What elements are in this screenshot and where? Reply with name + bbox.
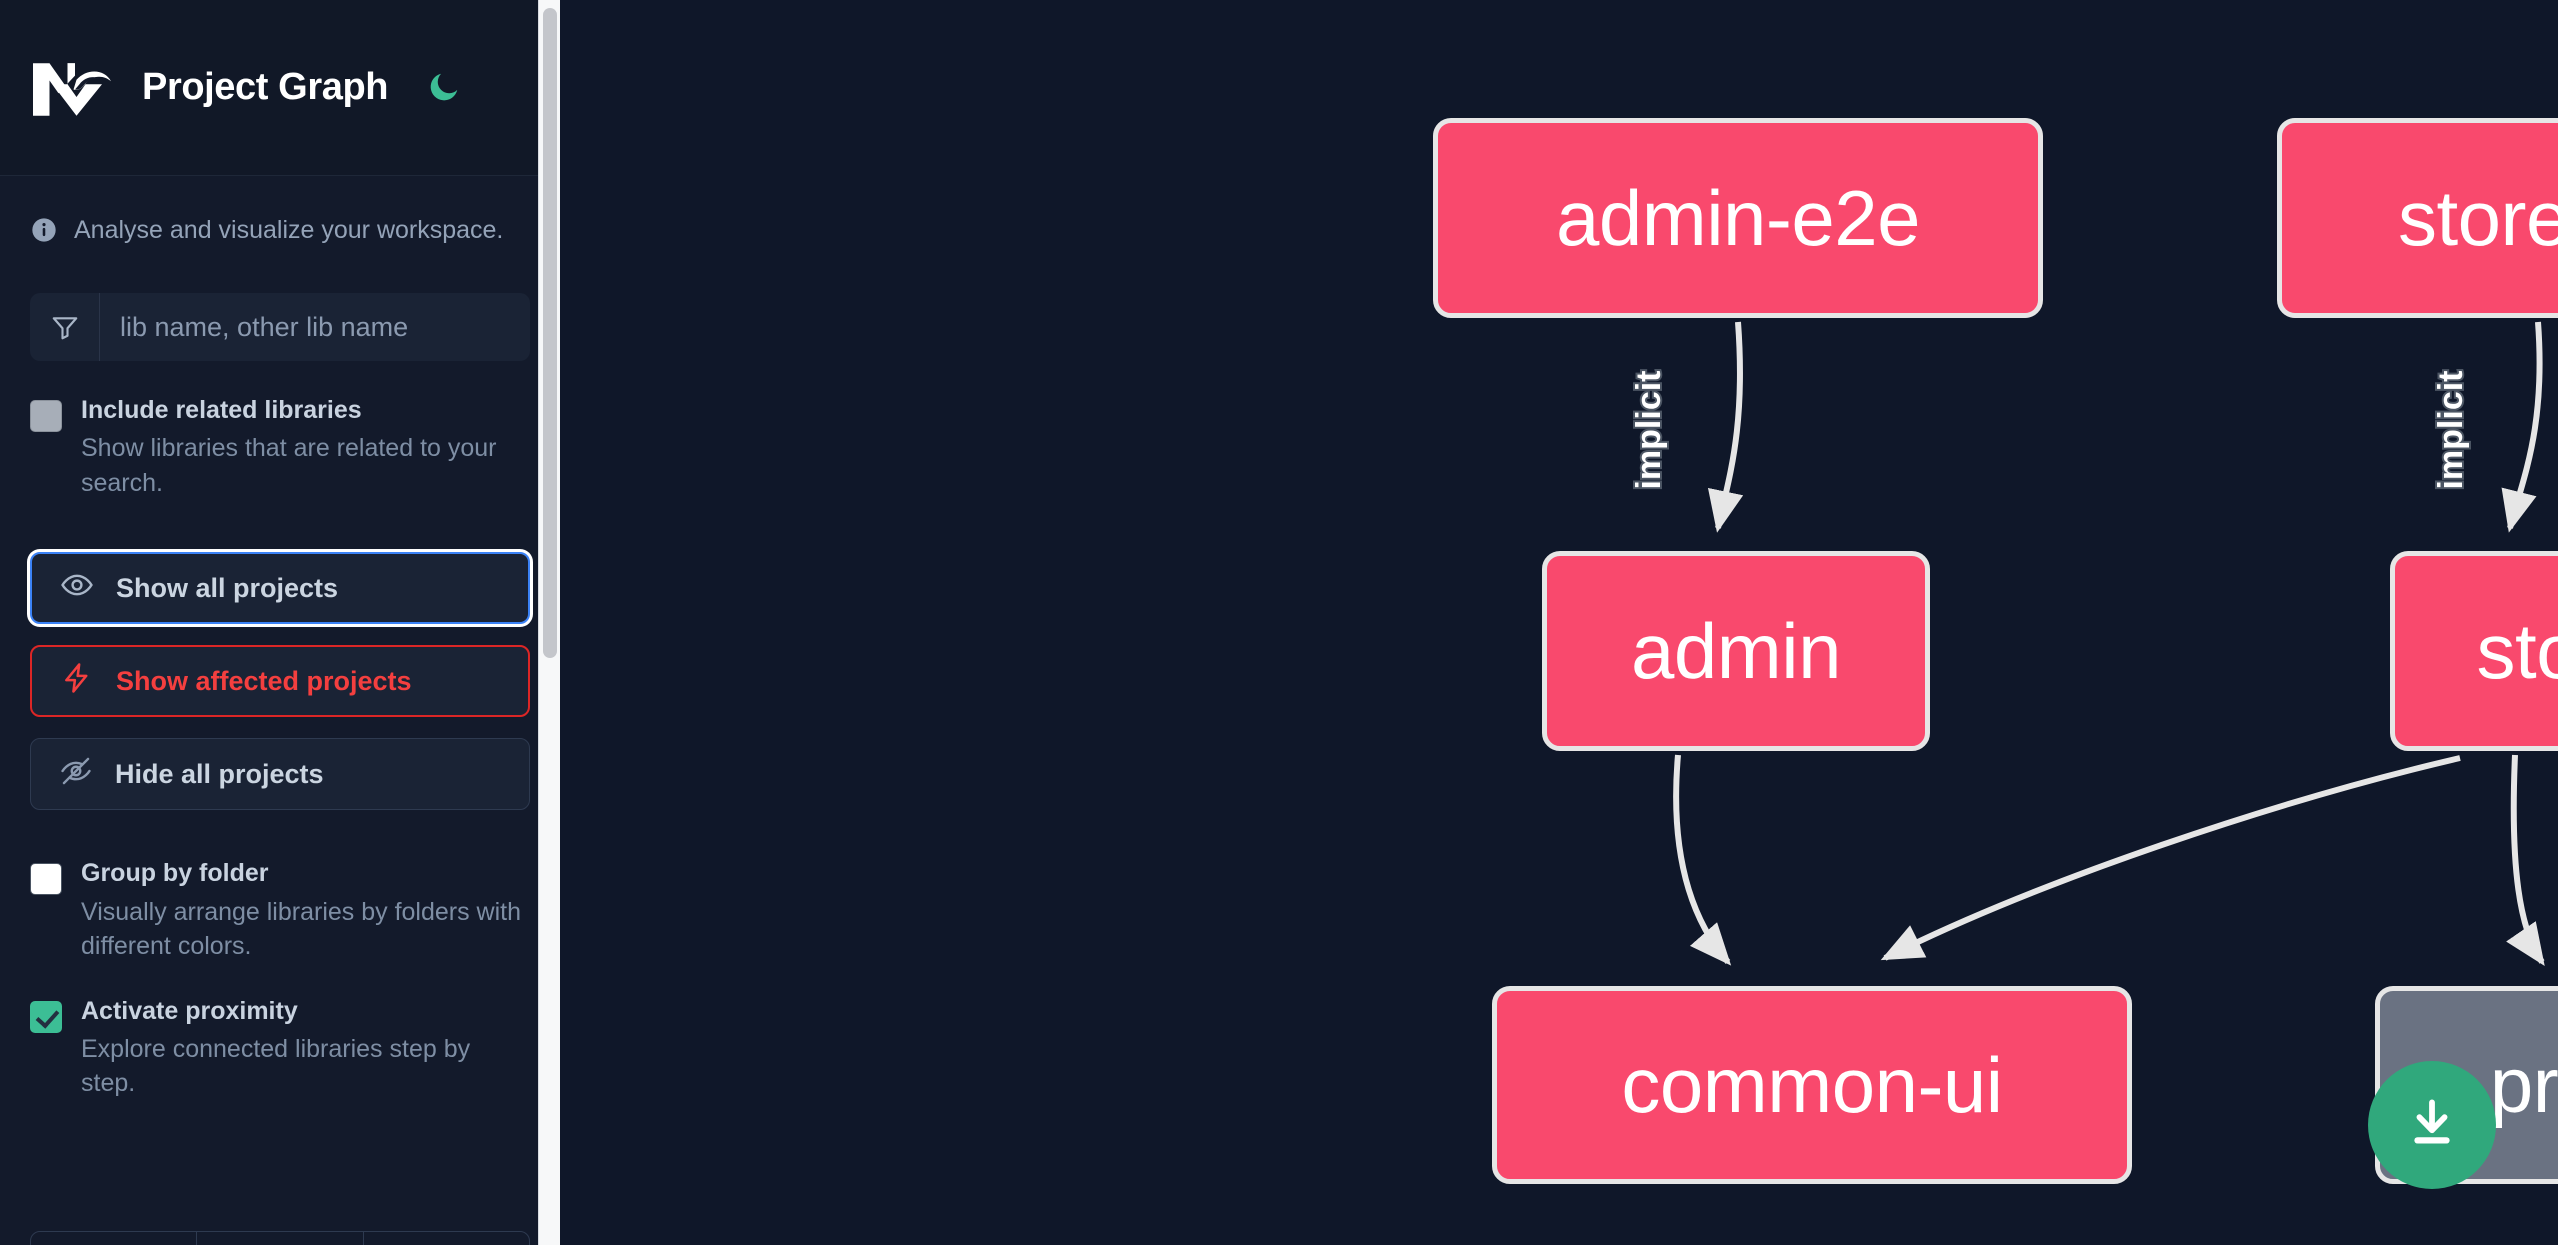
sidebar-bottom-button-group[interactable] [30,1231,530,1245]
include-related-libraries-checkbox[interactable] [30,400,62,432]
project-visibility-buttons: Show all projects Show affected projects [30,552,530,811]
info-icon [30,216,58,249]
graph-canvas[interactable]: implicit implicit admin-e2e store-e2e ad… [560,0,2558,1245]
graph-node-store[interactable]: store [2390,551,2558,751]
graph-edges: implicit implicit [1628,321,2545,966]
node-label: admin-e2e [1555,174,1921,262]
show-all-projects-button[interactable]: Show all projects [30,552,530,625]
show-all-projects-label: Show all projects [116,572,339,603]
option-description: Explore connected libraries step by step… [81,1034,471,1098]
group-by-folder-checkbox[interactable] [30,863,62,896]
sidebar-tagline-text: Analyse and visualize your workspace. [74,216,504,244]
sidebar-scroll-area[interactable]: Project Graph Analyse and visualize yo [0,0,560,1245]
node-label: admin [1631,607,1841,695]
sidebar-tagline: Analyse and visualize your workspace. [0,176,560,249]
search-box[interactable] [30,293,530,361]
bottom-group-segment[interactable] [31,1232,198,1245]
sidebar: Project Graph Analyse and visualize yo [0,0,560,1245]
edge-label-implicit-store: implicit [2432,370,2470,489]
sidebar-scrollbar-track[interactable] [538,0,560,1245]
eye-icon [60,568,94,609]
edge-admin-to-common-ui [1673,754,1732,966]
option-include-related-libraries[interactable]: Include related libraries Show libraries… [30,395,530,500]
page-title: Project Graph [142,66,389,108]
edge-store-e2e-to-store [2501,321,2543,533]
option-label: Include related libraries [81,396,362,424]
hide-all-projects-button[interactable]: Hide all projects [30,738,530,811]
edge-admin-e2e-to-admin [1707,321,1744,533]
sidebar-header: Project Graph [0,0,560,176]
bottom-group-segment[interactable] [197,1232,364,1245]
node-label: store-e2e [2397,174,2558,262]
show-affected-projects-button[interactable]: Show affected projects [30,645,530,718]
graph-node-admin[interactable]: admin [1542,551,1930,751]
activate-proximity-checkbox[interactable] [30,1000,62,1033]
sidebar-body: Include related libraries Show libraries… [0,249,560,1101]
filter-icon [30,293,100,361]
show-affected-projects-label: Show affected projects [116,665,412,696]
lightning-icon [60,661,94,702]
graph-node-common-ui[interactable]: common-ui [1492,986,2132,1184]
option-label: Group by folder [81,859,269,888]
option-description: Visually arrange libraries by folders wi… [81,897,522,961]
edge-store-to-products [2506,754,2545,966]
graph-node-admin-e2e[interactable]: admin-e2e [1433,118,2043,318]
sidebar-scrollbar-thumb[interactable] [543,8,557,658]
search-input[interactable] [100,293,530,361]
bottom-group-segment[interactable] [364,1232,529,1245]
eye-off-icon [59,754,93,795]
node-label: store [2476,607,2558,695]
option-group-by-folder[interactable]: Group by folder Visually arrange librari… [30,858,530,963]
hide-all-projects-label: Hide all projects [115,758,324,789]
option-activate-proximity[interactable]: Activate proximity Explore connected lib… [30,996,530,1101]
edge-store-to-common-ui [1880,755,2461,961]
download-button[interactable] [2368,1061,2496,1189]
option-description: Show libraries that are related to your … [81,434,497,497]
download-icon [2403,1094,2461,1157]
node-label: common-ui [1621,1041,2003,1129]
node-label: products [2489,1041,2558,1129]
option-label: Activate proximity [81,996,298,1025]
nx-logo-icon [30,57,120,119]
graph-node-store-e2e[interactable]: store-e2e [2277,118,2558,318]
moon-icon[interactable] [422,67,464,109]
edge-label-implicit-admin: implicit [1630,370,1668,489]
